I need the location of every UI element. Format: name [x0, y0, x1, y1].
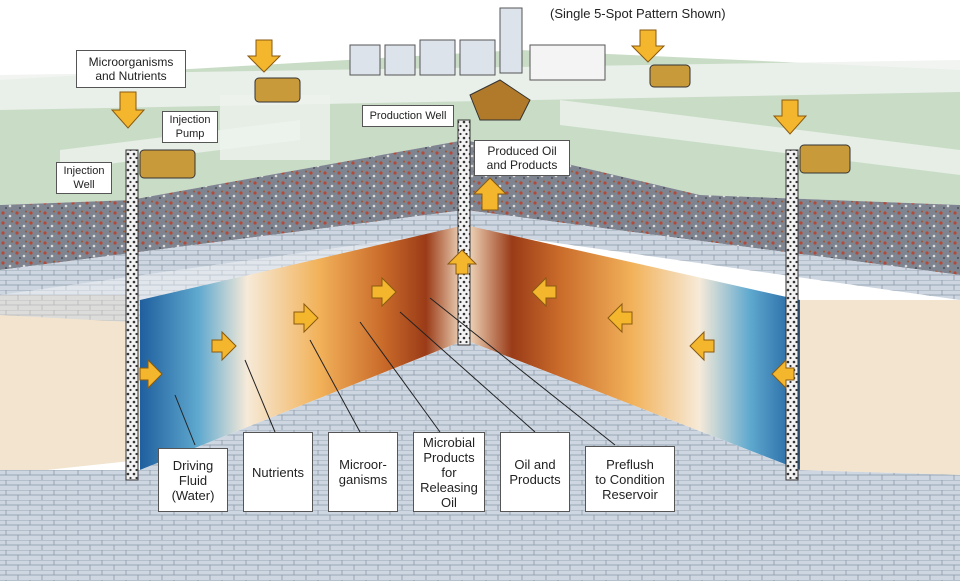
- label-nutrients: Nutrients: [243, 432, 313, 512]
- label-microorganisms-nutrients: Microorganisms and Nutrients: [76, 50, 186, 88]
- surface: [0, 50, 960, 205]
- label-injection-pump: Injection Pump: [162, 111, 218, 143]
- label-produced-oil: Produced Oil and Products: [474, 140, 570, 176]
- label-microbial-products: Microbial Products for Releasing Oil: [413, 432, 485, 512]
- wells: [125, 119, 799, 481]
- label-oil-products: Oil and Products: [500, 432, 570, 512]
- label-microorganisms: Microor- ganisms: [328, 432, 398, 512]
- leader-lines: [174, 297, 616, 446]
- flow-arrows: [139, 249, 795, 390]
- label-production-well: Production Well: [362, 105, 454, 127]
- label-preflush: Preflush to Condition Reservoir: [585, 446, 675, 512]
- label-injection-well: Injection Well: [56, 162, 112, 194]
- label-driving-fluid: Driving Fluid (Water): [158, 448, 228, 512]
- injection-arrows: [110, 29, 808, 211]
- pattern-caption: (Single 5-Spot Pattern Shown): [550, 6, 726, 21]
- strata-right: [465, 140, 960, 475]
- equipment: [139, 7, 851, 179]
